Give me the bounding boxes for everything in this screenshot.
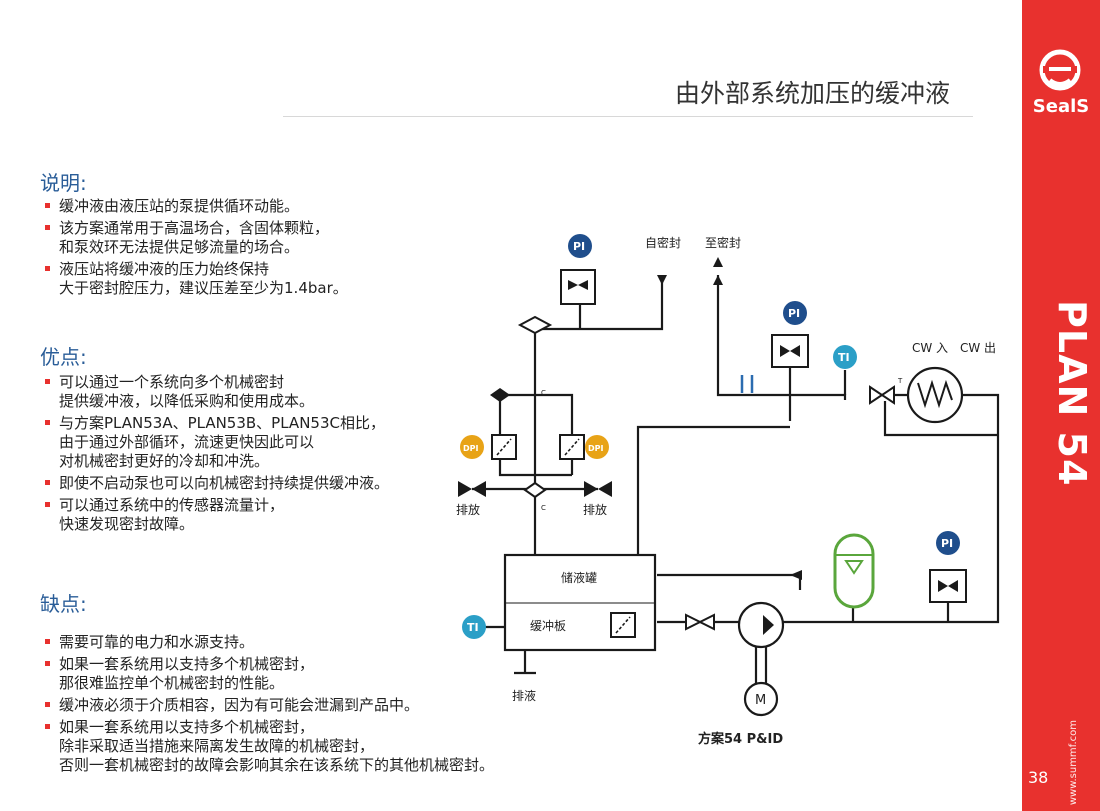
ti-top-bubble: TI — [833, 345, 857, 369]
tank-outlet-line — [636, 425, 790, 555]
tank-drain-line — [514, 650, 536, 675]
pros-heading: 优点: — [40, 345, 87, 369]
pros-item: 即使不启动泵也可以向机械密封持续提供缓冲液。 — [43, 474, 389, 493]
to-seal-line — [716, 275, 847, 421]
to-seal-arrow — [713, 257, 723, 267]
pump-shaft — [754, 647, 768, 685]
cons-item: 如果一套系统用以支持多个机械密封， 除非采取适当措施来隔离发生故障的机械密封， … — [43, 718, 494, 775]
pi-right-bubble: PI — [936, 531, 960, 555]
title-divider — [283, 116, 973, 117]
dpi-left-bubble: DPI — [460, 435, 484, 459]
dpi-right-box — [559, 434, 585, 460]
pi-top-bubble: PI — [568, 234, 592, 258]
from-seal-label: 自密封 — [645, 235, 681, 250]
svg-text:DPI: DPI — [588, 444, 604, 453]
desc-item: 该方案通常用于高温场合，含固体颗粒， 和泵效环无法提供足够流量的场合。 — [43, 219, 348, 257]
return-line — [535, 277, 664, 331]
cons-item: 缓冲液必须于介质相容，因为有可能会泄漏到产品中。 — [43, 696, 494, 715]
c-label-bottom: C — [541, 504, 546, 512]
baffle-label: 缓冲板 — [530, 618, 566, 633]
page-number: 38 — [1028, 768, 1049, 787]
desc-list: 缓冲液由液压站的泵提供循环动能。该方案通常用于高温场合，含固体颗粒， 和泵效环无… — [43, 197, 348, 301]
svg-text:TI: TI — [838, 351, 850, 364]
c-label-top: C — [541, 389, 546, 397]
valve-icons — [458, 315, 895, 631]
ti-left-bubble: TI — [462, 615, 486, 639]
cons-item: 需要可靠的电力和水源支持。 — [43, 633, 494, 652]
drain-right-label: 排放 — [583, 502, 607, 517]
motor — [743, 681, 779, 717]
pi-top-box — [560, 269, 596, 305]
svg-text:PI: PI — [941, 537, 953, 550]
pros-item: 可以通过一个系统向多个机械密封 提供缓冲液，以降低采购和使用成本。 — [43, 373, 389, 411]
t-label: T — [897, 377, 903, 385]
website-text: www.summf.com — [1068, 720, 1079, 806]
accumulator — [833, 533, 875, 609]
desc-item: 液压站将缓冲液的压力始终保持 大于密封腔压力，建议压差至少为1.4bar。 — [43, 260, 348, 298]
svg-text:TI: TI — [467, 621, 479, 634]
desc-item: 缓冲液由液压站的泵提供循环动能。 — [43, 197, 348, 216]
svg-text:PI: PI — [573, 240, 585, 253]
pros-list: 可以通过一个系统向多个机械密封 提供缓冲液，以降低采购和使用成本。与方案PLAN… — [43, 373, 389, 537]
pid-diagram: 储液罐 缓冲板 排液 CW 入 CW 出 T M 自密封 至密封 排放 排放 C… — [456, 234, 1000, 747]
motor-label: M — [755, 693, 766, 708]
tank-drain-label: 排液 — [512, 688, 536, 703]
dpi-right-bubble: DPI — [585, 435, 609, 459]
pros-item: 可以通过系统中的传感器流量计， 快速发现密封故障。 — [43, 496, 389, 534]
orifice-icon — [740, 375, 754, 393]
brand-sidebar — [1022, 0, 1100, 811]
cw-out-label: CW 出 — [960, 341, 996, 355]
logo-text: SealS — [1032, 96, 1090, 117]
svg-text:PI: PI — [788, 307, 800, 320]
desc-heading: 说明: — [40, 171, 87, 195]
pump — [737, 601, 785, 649]
cons-item: 如果一套系统用以支持多个机械密封， 那很难监控单个机械密封的性能。 — [43, 655, 494, 693]
cons-heading: 缺点: — [40, 592, 87, 616]
drain-left-label: 排放 — [456, 502, 480, 517]
plan-label: PLAN 54 — [1050, 300, 1094, 487]
diagram-caption: 方案54 P&ID — [698, 731, 783, 747]
pi-mid-bubble: PI — [783, 301, 807, 325]
pros-item: 与方案PLAN53A、PLAN53B、PLAN53C相比， 由于通过外部循环，流… — [43, 414, 389, 471]
cw-in-label: CW 入 — [912, 341, 948, 355]
from-seal-arrow — [657, 275, 667, 285]
seals-logo-icon — [1039, 49, 1081, 91]
page-title: 由外部系统加压的缓冲液 — [674, 79, 950, 108]
flow-arrow-right — [790, 570, 802, 580]
to-seal-label: 至密封 — [705, 235, 741, 250]
pump-discharge — [657, 393, 1000, 624]
tank-label: 储液罐 — [561, 570, 597, 585]
svg-text:DPI: DPI — [463, 444, 479, 453]
pump-suction — [657, 573, 802, 590]
to-seal-arrow-head — [713, 275, 723, 285]
cons-list: 需要可靠的电力和水源支持。如果一套系统用以支持多个机械密封， 那很难监控单个机械… — [43, 633, 494, 778]
